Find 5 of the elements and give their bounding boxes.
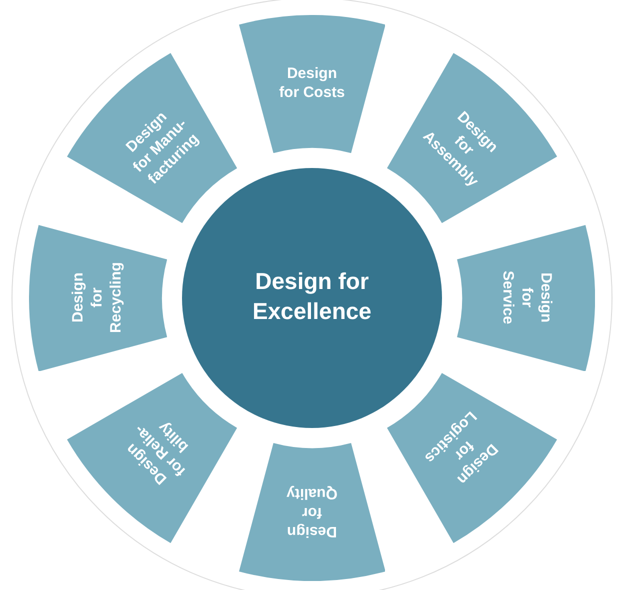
segment-label: Design for Quality bbox=[286, 484, 338, 542]
segment-label: Design for Service bbox=[498, 270, 556, 327]
segment-label: Design for Recycling bbox=[68, 262, 126, 334]
center-title: Design for Excellence bbox=[252, 267, 372, 326]
segment-label: Design for Costs bbox=[278, 64, 346, 102]
